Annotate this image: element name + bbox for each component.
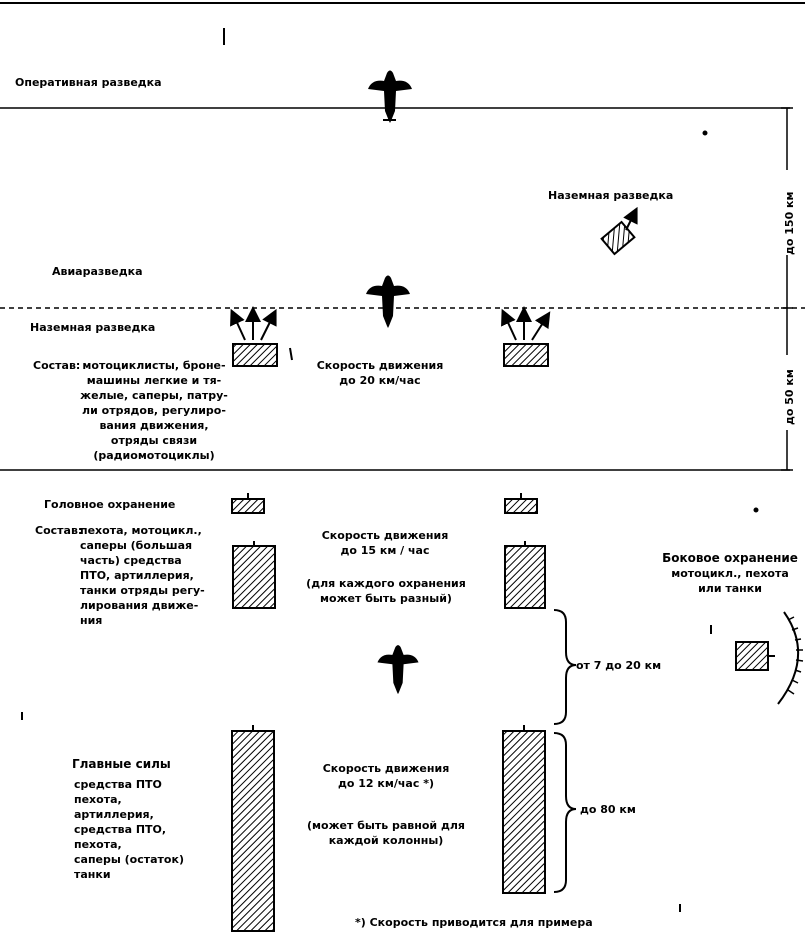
ground-recon-title: Наземная разведка [30,321,156,334]
ground-recon-composition-label: Состав: [33,359,81,372]
ground-recon-vehicle-icon [600,220,636,256]
recon-unit-left [232,343,278,367]
main-forces-composition: средства ПТО пехота, артиллерия, средств… [74,778,184,881]
advance-guard-head-left [231,498,265,514]
print-specks [21,28,759,912]
brace-main-length [553,732,577,893]
arrow-icon [531,311,551,341]
airplane-icon [366,275,410,328]
main-forces-right [502,730,546,894]
main-forces-note: (может быть равной для каждой колонны) [307,819,465,847]
ground-recon-far-title: Наземная разведка [548,189,674,202]
flank-guard-arc-ticks [787,616,804,695]
arrow-icon [623,206,638,231]
advance-guard-head-right [504,498,538,514]
footnote: *) Скорость приводится для примера [355,916,593,929]
air-recon-title: Авиаразведка [52,265,143,278]
flank-guard-arc [777,611,800,705]
flank-guard-title: Боковое охранение [662,551,798,565]
advance-guard-right [504,545,546,609]
advance-guard-left [232,545,276,609]
main-forces-title: Главные силы [72,757,171,771]
airplane-icon [377,645,419,695]
scale-label-bg [780,355,794,430]
arrow-icon [230,308,246,341]
advance-guard-composition-label: Состав: [35,524,83,537]
flank-guard-unit [735,641,769,671]
operational-recon-title: Оперативная разведка [15,76,162,89]
advance-guard-speed: Скорость движения до 15 км / час [321,529,449,557]
scale-middle-label: до 50 км [783,369,796,425]
main-forces-length: до 80 км [580,803,636,816]
advance-guard-composition: пехота, мотоцикл., саперы (большая часть… [80,524,205,627]
ground-recon-speed: Скорость движения до 20 км/час [316,359,444,387]
main-forces-left [231,730,275,932]
advance-guard-note: (для каждого охранения может быть разный… [306,577,466,605]
ground-recon-composition: мотоциклисты, броне- машины легкие и тя-… [80,359,228,462]
arrow-icon [501,308,517,341]
main-forces-speed: Скорость движения до 12 км/час *) [322,762,450,790]
recon-unit-right [503,343,549,367]
arrow-icon [260,308,277,341]
scale-upper-label: до 150 км [783,191,796,255]
brace-between-columns [553,609,577,725]
flank-guard-block: Боковое охранение мотоцикл., пехота или … [650,551,805,596]
scale-label-bg [780,170,794,255]
airplane-icon [368,70,412,123]
between-columns-distance: от 7 до 20 км [576,659,662,672]
advance-guard-title: Головное охранение [44,498,176,511]
